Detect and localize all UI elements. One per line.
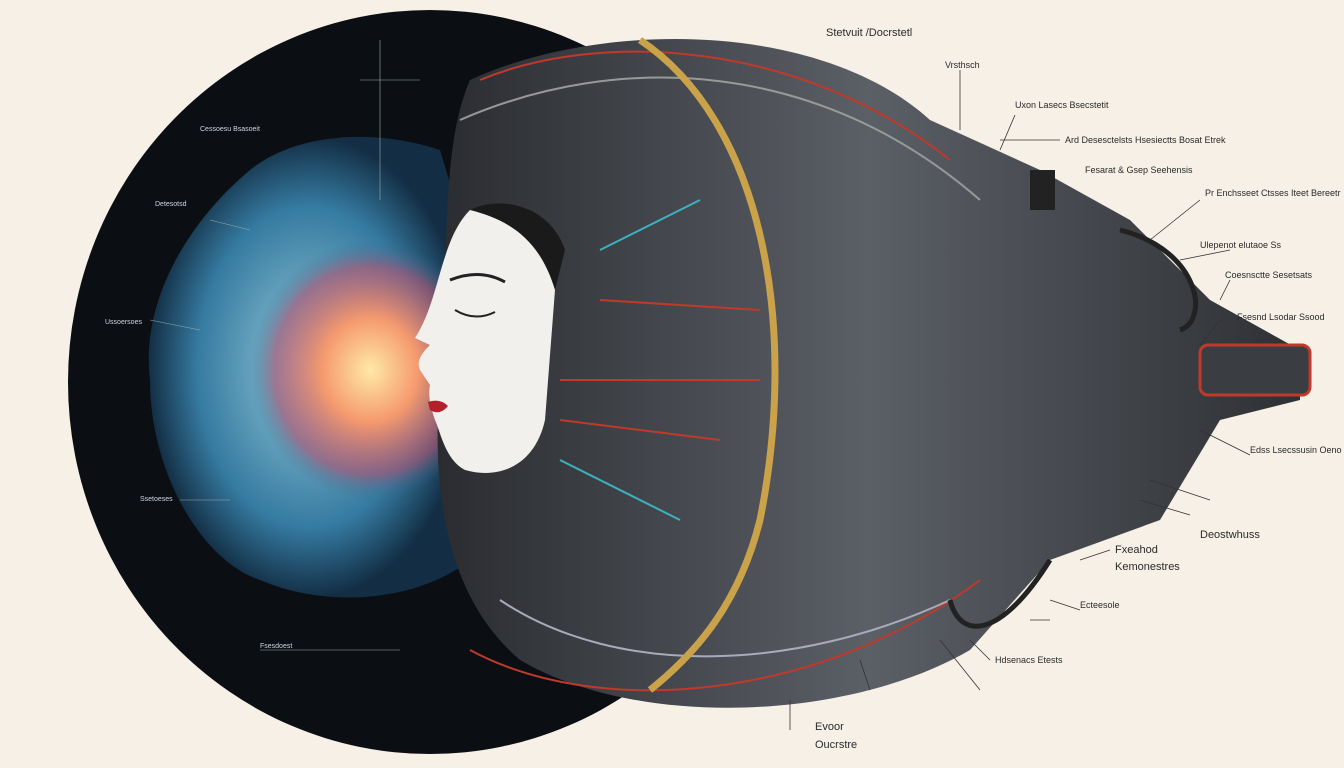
glowing-core — [250, 240, 490, 500]
mask-brow — [449, 273, 506, 284]
dark-label: Cessoesu Bsasoeit — [200, 126, 260, 133]
mask-hair — [470, 203, 565, 290]
label: Vrsthsch — [945, 60, 980, 70]
golden-ring — [638, 37, 779, 693]
label: Kemonestres — [1115, 561, 1180, 573]
label: Ecteesole — [1080, 600, 1120, 610]
label: Hdsenacs Etests — [995, 655, 1063, 665]
dark-label: Fsesdoest — [260, 643, 293, 650]
dark-leader-lines — [149, 40, 420, 651]
nozzle — [1198, 343, 1312, 397]
dark-label: Detesotsd — [155, 201, 187, 208]
label: Pr Enchsseet Ctsses Iteet Bereetr — [1205, 188, 1341, 198]
label: Coesnsctte Sesetsats — [1225, 270, 1313, 280]
label: Stetvuit /Docrstetl — [826, 27, 913, 39]
dark-label: Ssetoeses — [140, 496, 173, 503]
mask-eye — [454, 309, 496, 318]
dark-label: Ussoersoes — [105, 319, 142, 326]
label: Ard Desesctelsts Hsesiectts Bosat Etrek — [1065, 135, 1226, 145]
label: Fesarat & Gsep Seehensis — [1085, 165, 1193, 175]
label: Fxeahod — [1115, 544, 1158, 556]
label: Fsesnd Lsodar Ssood — [1237, 312, 1325, 322]
label: Ulepenot elutaoe Ss — [1200, 240, 1282, 250]
chimney — [1030, 170, 1055, 210]
label: Uxon Lasecs Bsecstetit — [1015, 100, 1109, 110]
label: Oucrstre — [815, 739, 858, 751]
label: Evoor — [815, 721, 844, 733]
mask-lips — [428, 400, 448, 413]
label: Deostwhuss — [1200, 529, 1260, 541]
wires — [459, 50, 1198, 692]
label: Edss Lsecssusin Oeno Beessoes — [1250, 445, 1344, 455]
mask-face — [415, 206, 556, 473]
machine-body — [437, 39, 1300, 708]
leader-lines — [789, 70, 1251, 730]
